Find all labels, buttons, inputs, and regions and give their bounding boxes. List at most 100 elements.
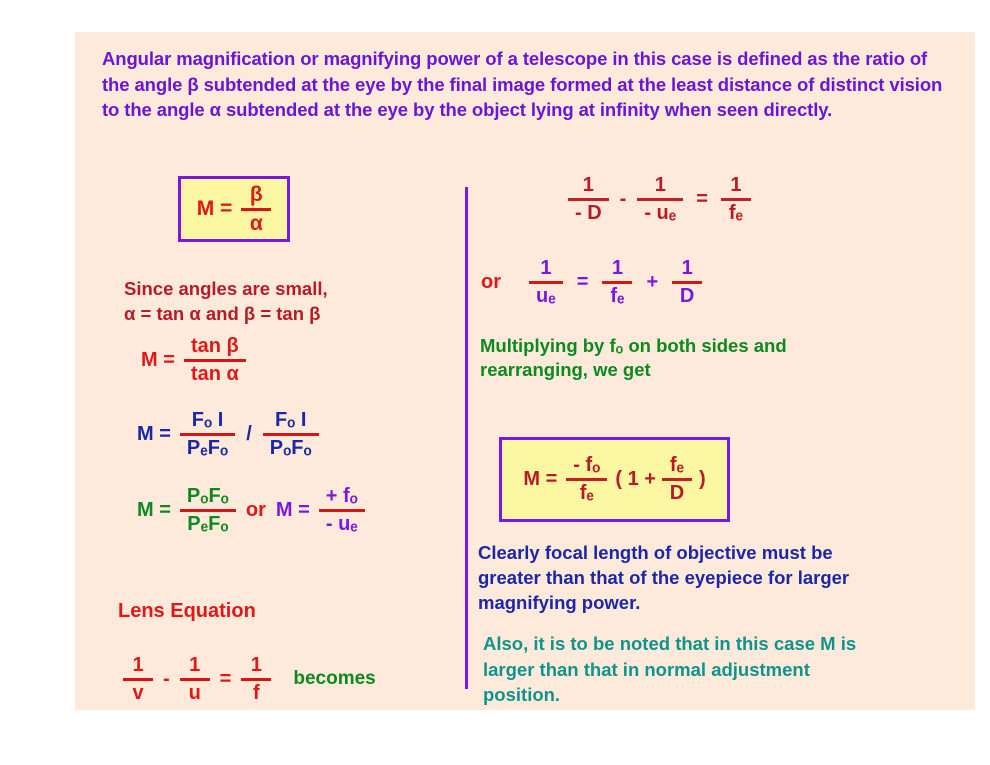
lens-eq-f3-denominator: f [253, 681, 260, 704]
eq-top-fraction-2: 1 - uₑ [637, 174, 684, 224]
lens-eq-fraction-1: 1 v [123, 655, 153, 704]
equation-ratio: M = Fₒ I PₑFₒ / Fₒ I PₒFₒ [137, 410, 319, 459]
eq-ratio-f1-denominator: PₑFₒ [186, 436, 229, 459]
eq-or-fraction-1: PₒFₒ PₑFₒ [179, 485, 236, 535]
eq-top-f3-bar [720, 197, 751, 201]
eq-ratio-fraction-1: Fₒ I PₑFₒ [179, 409, 236, 459]
equation-tangent: M = tan β tan α [141, 336, 246, 385]
box2-f2-bar [661, 478, 692, 481]
box1-numerator: β [249, 182, 263, 206]
eq-ratio-operator: / [246, 422, 252, 445]
eq-or2-operator-2: + [646, 270, 659, 293]
eq-top-f3-denominator: fₑ [728, 201, 744, 224]
eq-top-operator-1: - [619, 187, 627, 210]
page-title: Angular magnification or magnifying powe… [102, 48, 943, 120]
eq-or2-operator-1: = [576, 270, 589, 293]
eq-or-lead-2: M = [275, 498, 310, 521]
eq-ratio-lead: M = [137, 422, 171, 445]
eq-or2-f3-numerator: 1 [681, 257, 693, 279]
eq-tan-fraction: tan β tan α [183, 335, 246, 385]
column-divider [465, 187, 468, 689]
eq-top-f1-numerator: 1 [582, 174, 594, 196]
eq-or2-f3-bar [672, 280, 703, 284]
eq-tan-lead: M = [141, 348, 175, 371]
eq-top-f3-numerator: 1 [730, 174, 742, 196]
lens-eq-becomes: becomes [293, 668, 376, 690]
eq-ratio-f2-bar [262, 432, 319, 436]
box2-close-paren: ) [698, 468, 706, 490]
lens-eq-f2-denominator: u [188, 681, 201, 704]
eq-or-f2-denominator: - uₑ [325, 512, 358, 535]
lens-eq-fraction-3: 1 f [241, 654, 272, 704]
eq-or-f1-denominator: PₑFₒ [187, 512, 229, 535]
eq-or2-f2-denominator: fₑ [610, 284, 625, 307]
box2-open-paren: ( 1 + [615, 468, 656, 490]
eq-or2-fraction-2: 1 fₑ [602, 257, 633, 307]
box2-fraction-1: - fₒ fₑ [566, 454, 608, 504]
lens-equation: 1 v - 1 u = 1 f becomes [123, 655, 376, 704]
note-small-angles: Since angles are small, α = tan α and β … [124, 278, 328, 324]
eq-or2-f1-numerator: 1 [540, 257, 552, 279]
note-clearly: Clearly focal length of objective must b… [478, 542, 850, 613]
eq-or2-fraction-3: 1 D [672, 257, 703, 307]
eq-or-fraction-2: + fₒ - uₑ [318, 485, 365, 535]
eq-or-f2-bar [318, 508, 365, 512]
box2-lead: M = [523, 468, 558, 490]
eq-tan-fraction-bar [183, 358, 246, 362]
lens-equation-heading: Lens Equation [118, 600, 256, 622]
eq-top-f1-denominator: - D [575, 201, 602, 224]
note-also: Also, it is to be noted that in this cas… [483, 633, 857, 705]
lens-eq-f1-bar [123, 677, 153, 681]
eq-or2-f1-denominator: uₑ [536, 284, 556, 307]
slide-panel: Angular magnification or magnifying powe… [75, 32, 975, 710]
equation-eyepiece: 1 - D - 1 - uₑ = 1 fₑ [568, 175, 751, 224]
lens-eq-f1-denominator: v [132, 681, 144, 704]
eq-top-operator-2: = [696, 187, 708, 210]
equation-eyepiece-rearranged: or 1 uₑ = 1 fₑ + 1 D [481, 257, 703, 307]
box2-f1-bar [566, 478, 608, 481]
box2-f2-numerator: fₑ [669, 454, 685, 477]
lens-eq-operator-2: = [219, 667, 232, 690]
lens-eq-f3-numerator: 1 [250, 654, 262, 676]
eq-top-f1-bar [568, 197, 609, 201]
eq-tan-denominator: tan α [190, 362, 239, 385]
eq-top-f2-bar [637, 197, 684, 201]
eq-or2-f1-bar [529, 280, 563, 284]
lens-eq-f1-numerator: 1 [132, 654, 144, 676]
eq-or2-fraction-1: 1 uₑ [529, 258, 563, 307]
eq-ratio-fraction-2: Fₒ I PₒFₒ [262, 409, 319, 459]
box1-lead: M = [196, 197, 233, 220]
eq-or2-f3-denominator: D [679, 284, 695, 307]
lens-eq-fraction-2: 1 u [179, 655, 210, 704]
equation-or: M = PₒFₒ PₑFₒ or M = + fₒ - uₑ [137, 486, 365, 535]
eq-or-f1-bar [179, 508, 236, 512]
box2-f2-denominator: D [669, 482, 685, 504]
lens-eq-f3-bar [241, 677, 272, 681]
eq-top-f2-numerator: 1 [654, 174, 666, 196]
eq-ratio-f2-numerator: Fₒ I [274, 409, 307, 431]
lens-eq-f2-bar [179, 677, 210, 681]
eq-or-f2-numerator: + fₒ [325, 485, 358, 507]
eq-or-conjunction: or [245, 498, 266, 521]
note-multiplying: Multiplying by fₒ on both sides and rear… [480, 335, 787, 380]
eq-ratio-f1-numerator: Fₒ I [191, 409, 224, 431]
box1-fraction-bar [241, 207, 272, 211]
eq-ratio-f1-bar [179, 432, 236, 436]
formula-box-magnification: M = β α [178, 176, 290, 242]
right-column: 1 - D - 1 - uₑ = 1 fₑ or 1 uₑ [473, 172, 973, 710]
box2-f1-numerator: - fₒ [573, 454, 601, 477]
eq-top-f2-denominator: - uₑ [644, 201, 677, 224]
formula-box-final-magnification: M = - fₒ fₑ ( 1 + fₑ D ) [499, 437, 730, 522]
box1-denominator: α [249, 211, 263, 235]
eq-or-f1-numerator: PₒFₒ [186, 485, 229, 507]
eq-tan-numerator: tan β [190, 335, 239, 357]
eq-or2-f2-bar [602, 280, 633, 284]
box2-fraction-2: fₑ D [661, 454, 692, 504]
lens-eq-operator-1: - [163, 667, 170, 690]
eq-or-lead: M = [137, 498, 171, 521]
eq-or2-f2-numerator: 1 [611, 257, 623, 279]
eq-top-fraction-1: 1 - D [568, 175, 609, 224]
box1-fraction: β α [241, 182, 272, 235]
left-column: M = β α Since angles are small, α = tan … [75, 172, 465, 710]
box2-f1-denominator: fₑ [579, 482, 594, 504]
